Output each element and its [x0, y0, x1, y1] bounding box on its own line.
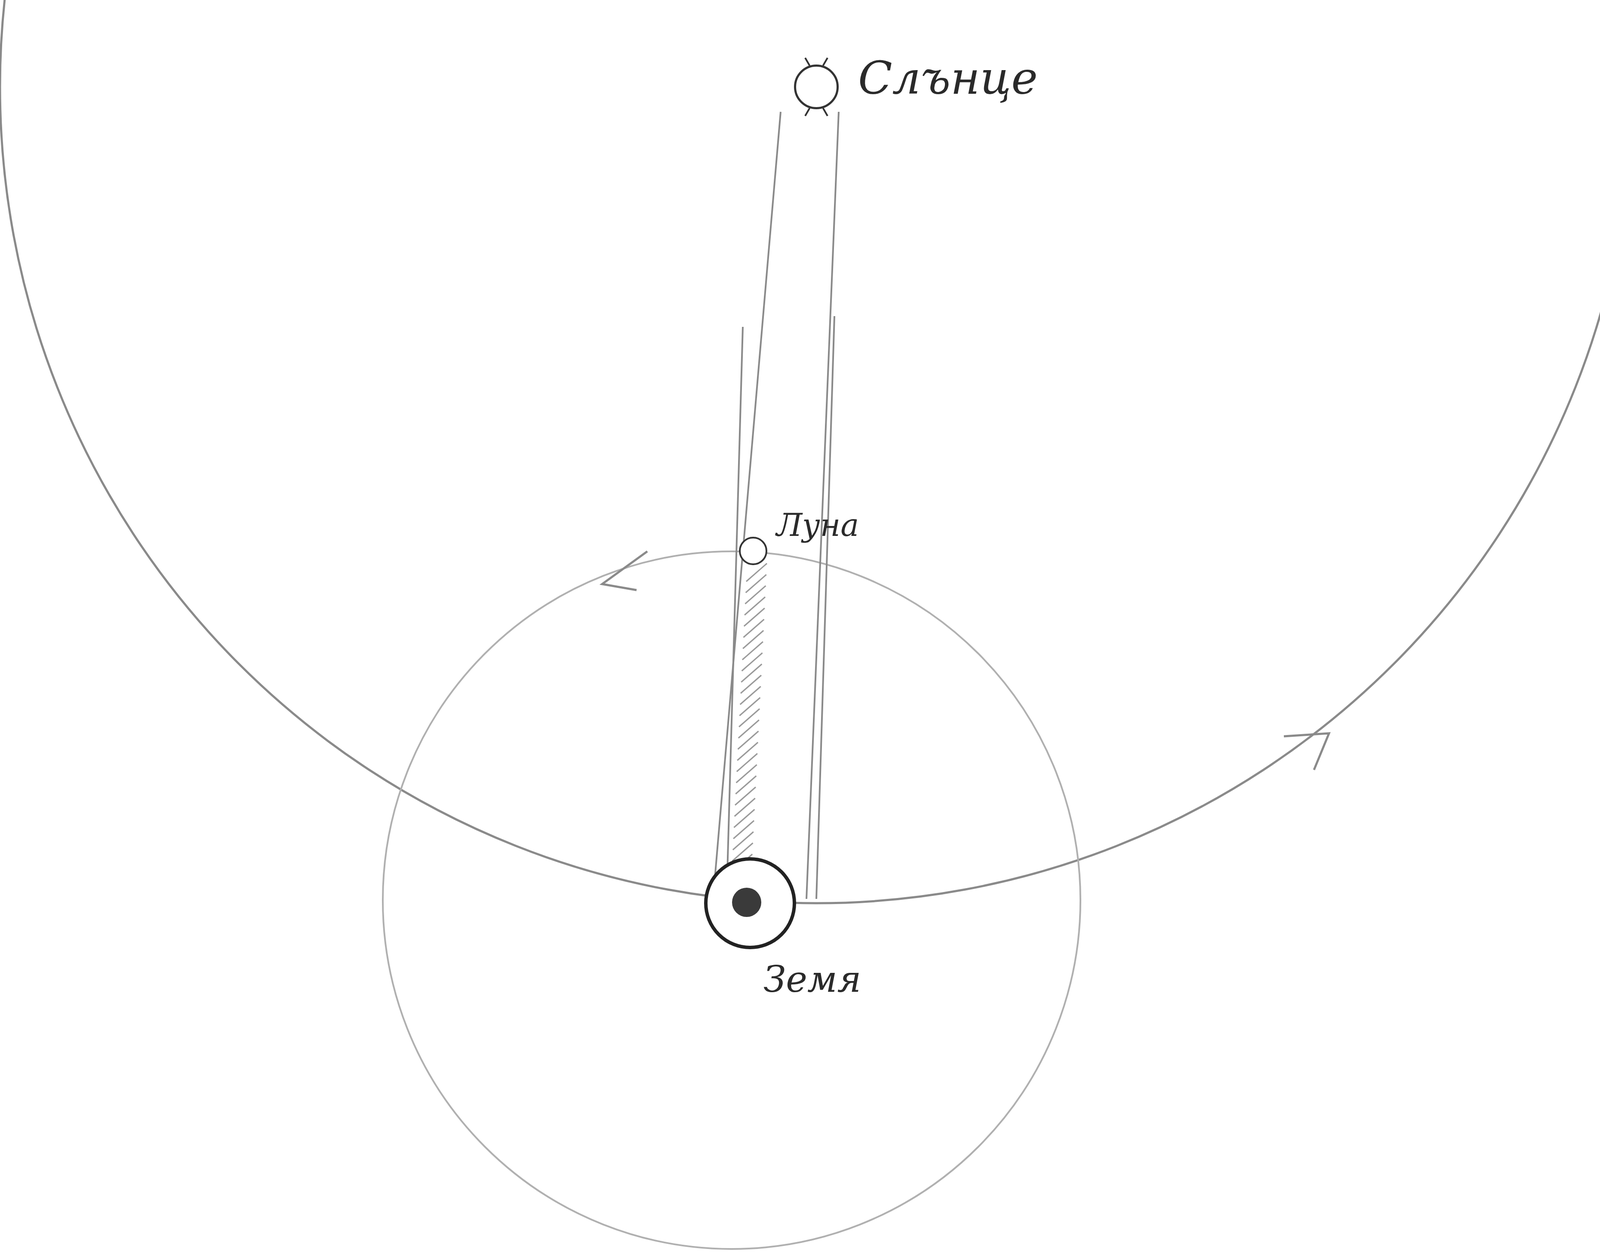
sun-label: Слънце: [858, 55, 1038, 101]
shadow-hatch: [741, 664, 762, 683]
sun-ray: [823, 107, 828, 116]
shadow-hatch: [740, 675, 762, 694]
celestial-body: Земя: [704, 857, 797, 950]
shadow-hatch: [733, 809, 755, 828]
shadow-hatch: [738, 731, 759, 750]
shadow-hatch: [744, 585, 766, 604]
earth-shadow-spot: [732, 887, 762, 917]
sun-ray: [823, 57, 828, 66]
body-outline: [738, 536, 768, 566]
body-outline: [793, 64, 839, 110]
sun-ray: [805, 107, 810, 116]
shadow-hatch: [744, 608, 765, 627]
moon-orbit: [382, 551, 1081, 1250]
direction-arrow: [1283, 733, 1330, 770]
body-outline: [704, 857, 797, 950]
body-circle: [795, 65, 838, 109]
light-ray: [726, 326, 743, 889]
body-circle: [739, 537, 767, 565]
shadow-hatch: [736, 753, 758, 772]
celestial-body: Слънце: [793, 64, 839, 110]
celestial-body: Луна: [738, 536, 768, 566]
shadow-hatch: [746, 563, 767, 582]
shadow-hatch: [735, 775, 757, 794]
shadow-hatch: [736, 764, 757, 783]
direction-arrow: [602, 551, 648, 591]
shadow-hatch: [738, 708, 760, 727]
shadow-hatch: [742, 641, 764, 660]
earth-label: Земя: [763, 961, 862, 998]
shadow-hatch: [738, 720, 760, 739]
shadow-hatch: [733, 820, 754, 839]
shadow-hatch: [735, 787, 756, 806]
body-circle: [705, 858, 795, 948]
shadow-hatch: [740, 686, 761, 705]
shadow-hatch: [739, 697, 760, 716]
light-ray: [713, 111, 781, 889]
light-ray: [816, 316, 835, 899]
shadow-hatch: [734, 798, 756, 817]
sun-ray: [805, 57, 810, 66]
moon-label: Луна: [776, 509, 859, 541]
shadow-hatch: [745, 574, 767, 593]
shadow-hatch: [737, 742, 758, 761]
shadow-hatch: [732, 831, 754, 850]
earth-orbit: [0, 0, 1600, 904]
shadow-hatch: [744, 596, 766, 616]
shadow-hatch: [741, 652, 763, 671]
light-ray: [806, 111, 839, 899]
shadow-hatch: [743, 619, 765, 638]
shadow-hatch: [742, 630, 764, 649]
